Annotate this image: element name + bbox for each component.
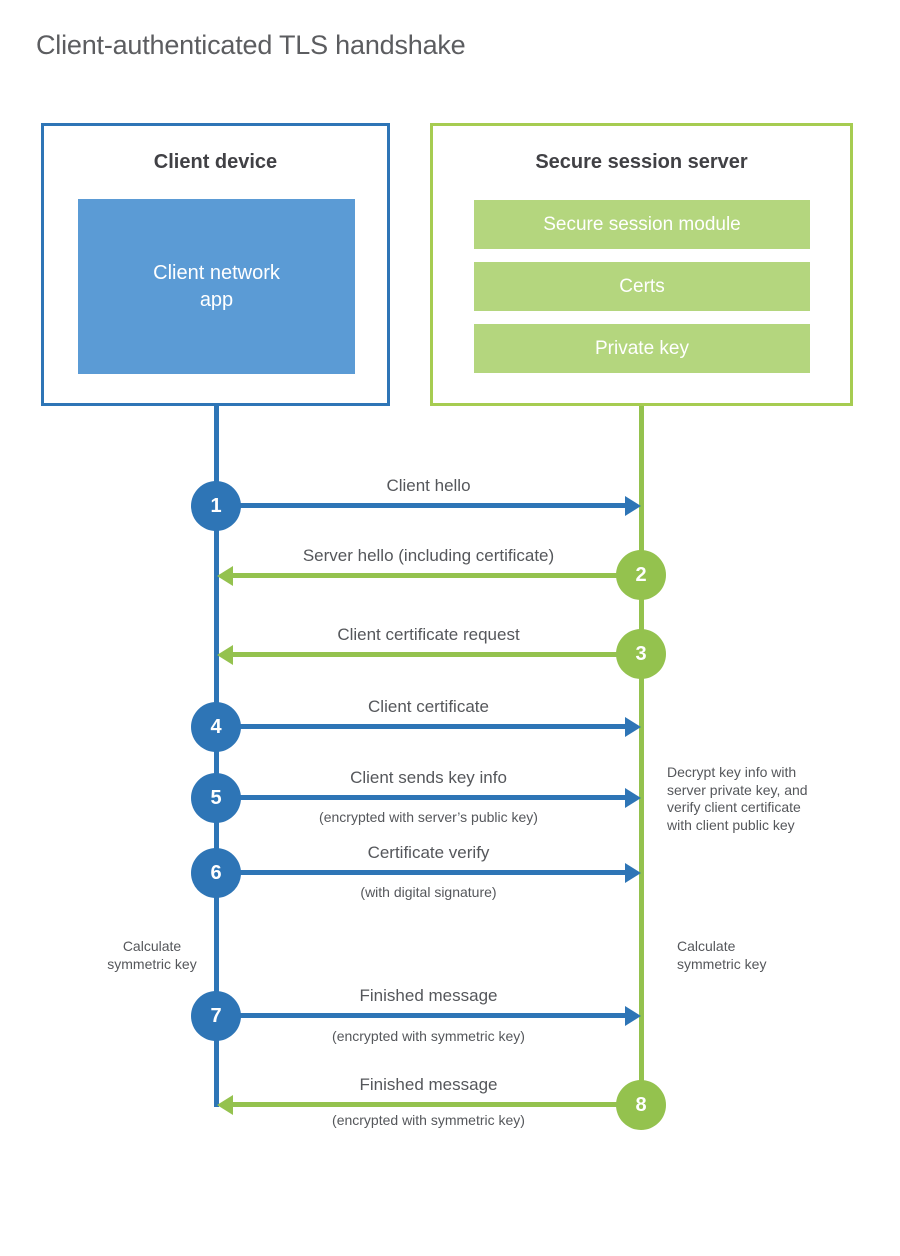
secure-session-server-box: Secure session server Secure session mod… [430, 123, 853, 406]
step-number: 8 [635, 1093, 647, 1116]
step-number: 4 [210, 715, 222, 738]
server-module-certs: Certs [474, 262, 810, 311]
step-circle-3: 3 [616, 629, 666, 679]
client-network-app-box: Client network app [78, 199, 355, 374]
decrypt-key-note: Decrypt key info with server private key… [667, 764, 808, 833]
arrow-head-right-icon [625, 788, 641, 808]
step-number: 1 [210, 494, 222, 517]
step-circle-2: 2 [616, 550, 666, 600]
step-number: 2 [635, 563, 647, 586]
message-sublabel: (encrypted with symmetric key) [332, 1112, 525, 1128]
step-number: 5 [210, 786, 222, 809]
step-number: 6 [210, 861, 222, 884]
page-title: Client-authenticated TLS handshake [36, 30, 466, 60]
calculate-symmetric-key-note-right: Calculate symmetric key [677, 938, 767, 972]
message-label: Client sends key info [350, 768, 507, 787]
arrow-shaft [216, 724, 626, 729]
calculate-symmetric-key-note-left: Calculate symmetric key [107, 938, 197, 972]
message-label: Finished message [359, 1075, 498, 1094]
step-circle-6: 6 [191, 848, 241, 898]
message-sublabel: (with digital signature) [360, 884, 497, 900]
step-circle-1: 1 [191, 481, 241, 531]
step-number: 3 [635, 642, 647, 665]
arrow-shaft [216, 795, 626, 800]
message-label: Client certificate request [337, 625, 520, 644]
arrow-shaft [216, 870, 626, 875]
step-circle-4: 4 [191, 702, 241, 752]
secure-session-server-title: Secure session server [535, 151, 748, 173]
message-label: Client hello [386, 476, 471, 495]
arrow-shaft [233, 1102, 641, 1107]
arrow-head-right-icon [625, 496, 641, 516]
step-number: 7 [210, 1004, 222, 1027]
server-module-secure-session: Secure session module [474, 200, 810, 249]
message-label: Certificate verify [367, 843, 490, 862]
message-sublabel: (encrypted with symmetric key) [332, 1028, 525, 1044]
arrow-shaft [216, 503, 626, 508]
client-lifeline [214, 406, 219, 1107]
client-device-title: Client device [153, 151, 278, 173]
arrow-head-left-icon [217, 1095, 233, 1115]
client-device-box: Client device Client network app [41, 123, 390, 406]
arrow-head-left-icon [217, 645, 233, 665]
arrow-shaft [216, 1013, 626, 1018]
arrow-shaft [233, 573, 641, 578]
server-lifeline [639, 406, 644, 1107]
step-circle-5: 5 [191, 773, 241, 823]
arrow-head-right-icon [625, 1006, 641, 1026]
message-label: Client certificate [368, 697, 489, 716]
arrow-shaft [233, 652, 641, 657]
message-label: Finished message [359, 986, 498, 1005]
arrow-head-right-icon [625, 863, 641, 883]
message-sublabel: (encrypted with server’s public key) [319, 809, 538, 825]
arrow-head-right-icon [625, 717, 641, 737]
message-label: Server hello (including certificate) [302, 546, 555, 565]
server-module-private-key: Private key [474, 324, 810, 373]
arrow-head-left-icon [217, 566, 233, 586]
step-circle-7: 7 [191, 991, 241, 1041]
step-circle-8: 8 [616, 1080, 666, 1130]
